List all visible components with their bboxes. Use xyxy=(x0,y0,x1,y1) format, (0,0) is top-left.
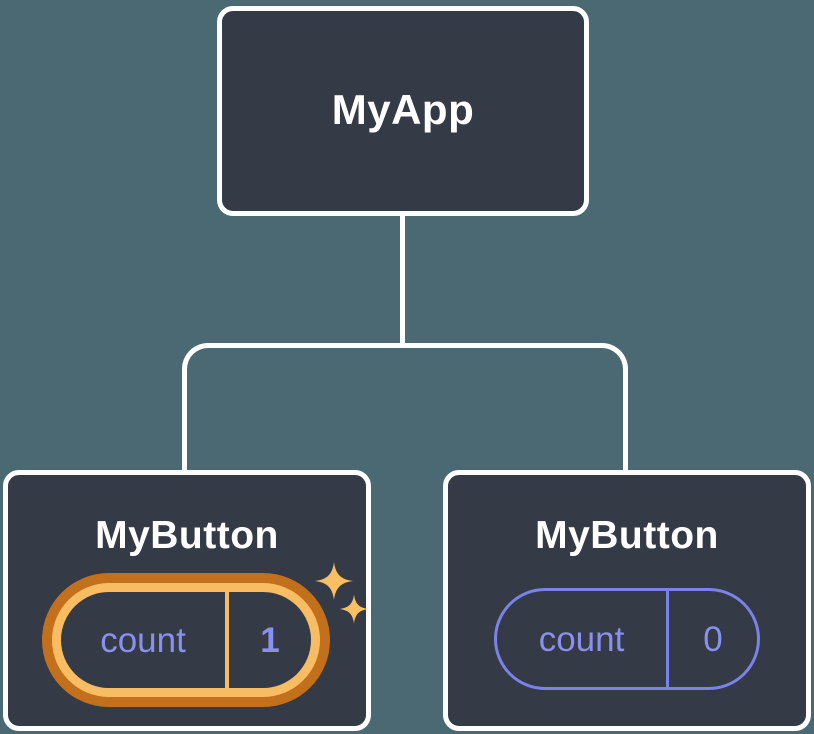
state-pill-left: count 1 xyxy=(42,562,369,707)
connector-bracket xyxy=(182,343,628,471)
state-pill-body: count 1 xyxy=(61,592,311,688)
state-value: 1 xyxy=(260,620,280,660)
state-pill-highlight-ring: count 1 xyxy=(52,583,320,697)
state-key-label: count xyxy=(538,619,625,659)
root-node-label: MyApp xyxy=(331,86,475,133)
sparkles-icon xyxy=(315,562,369,624)
state-pill-right: count 0 xyxy=(494,588,760,690)
pill-divider xyxy=(225,592,229,688)
child-node-right-label: MyButton xyxy=(535,514,719,557)
connector-stem xyxy=(400,210,405,346)
root-node xyxy=(217,6,589,216)
child-node-left-label: MyButton xyxy=(95,514,279,557)
state-value: 0 xyxy=(703,619,723,659)
state-key-label: count xyxy=(100,620,186,660)
state-pill-body: count 0 xyxy=(494,588,760,690)
state-pill-highlight-ring: count 0 xyxy=(494,588,760,690)
pill-divider xyxy=(666,591,669,687)
